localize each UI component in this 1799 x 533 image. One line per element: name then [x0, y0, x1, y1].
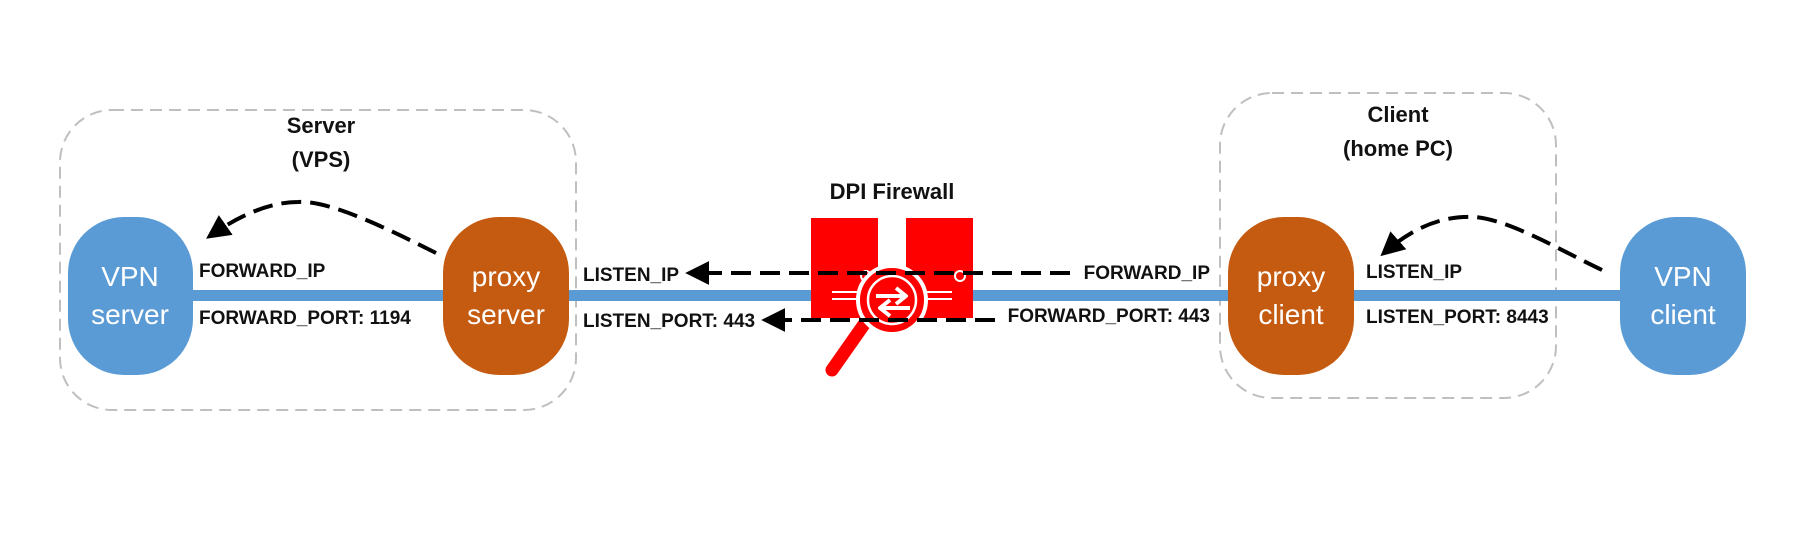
client-forward-port-label: FORWARD_PORT: 443	[1008, 306, 1210, 327]
client-listen-port-label: LISTEN_PORT: 8443	[1366, 307, 1549, 328]
proxy-server-node: proxy server	[443, 217, 569, 375]
client-group-box	[1219, 92, 1557, 399]
server-group-box	[59, 109, 577, 411]
server-forward-ip-label: FORWARD_IP	[199, 261, 326, 282]
vpn-client-line2: client	[1650, 299, 1716, 330]
proxy-server-line1: proxy	[472, 261, 540, 292]
proxy-server-line2: server	[467, 299, 545, 330]
server-forward-port-label: FORWARD_PORT: 1194	[199, 308, 411, 329]
firewall-title: DPI Firewall	[830, 179, 955, 204]
client-forward-ip-label: FORWARD_IP	[1084, 263, 1211, 284]
server-group-title: Server	[287, 113, 356, 138]
vpn-server-line2: server	[91, 299, 169, 330]
client-group-subtitle: (home PC)	[1343, 136, 1453, 161]
proxy-client-node: proxy client	[1228, 217, 1354, 375]
client-group-title: Client	[1367, 102, 1429, 127]
vpn-server-line1: VPN	[101, 261, 159, 292]
proxy-client-line1: proxy	[1257, 261, 1325, 292]
proxy-client-line2: client	[1258, 299, 1324, 330]
server-listen-ip-label: LISTEN_IP	[583, 265, 679, 286]
server-listen-port-label: LISTEN_PORT: 443	[583, 311, 755, 332]
vpn-client-line1: VPN	[1654, 261, 1712, 292]
server-group-subtitle: (VPS)	[292, 147, 351, 172]
firewall-inspection-icon	[811, 218, 973, 377]
client-listen-ip-label: LISTEN_IP	[1366, 262, 1462, 283]
vpn-server-node: VPN server	[68, 217, 193, 375]
vpn-client-node: VPN client	[1620, 217, 1746, 375]
client-forward-arrow	[1380, 214, 1603, 272]
server-forward-arrow	[206, 199, 437, 255]
